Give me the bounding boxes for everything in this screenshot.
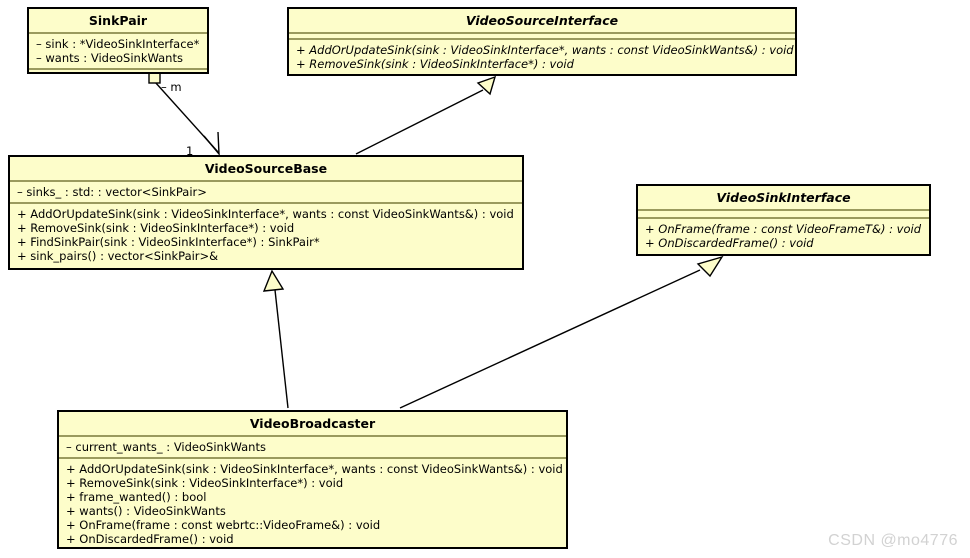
methods-compartment: + OnFrame(frame : const VideoFrameT&) : … (638, 219, 929, 253)
compartment-separator (10, 180, 522, 182)
association-source-multiplicity-label: – m (161, 80, 182, 94)
compartment-separator (10, 202, 522, 204)
compartment-separator (59, 435, 566, 437)
methods-compartment: + AddOrUpdateSink(sink : VideoSinkInterf… (59, 459, 566, 549)
method-row: + RemoveSink(sink : VideoSinkInterface*)… (296, 57, 574, 71)
method-row: + OnDiscardedFrame() : void (66, 532, 234, 546)
method-row: + frame_wanted() : bool (66, 490, 207, 504)
class-name-videobroadcaster: VideoBroadcaster (249, 416, 376, 431)
method-row: + OnFrame(frame : const VideoFrameT&) : … (645, 222, 922, 236)
compartment-separator (638, 217, 929, 219)
class-name-videosourceinterface: VideoSourceInterface (465, 13, 619, 28)
method-row: + FindSinkPair(sink : VideoSinkInterface… (17, 235, 320, 249)
watermark-text: CSDN @mo4776 (828, 532, 958, 549)
method-row: + RemoveSink(sink : VideoSinkInterface*)… (17, 221, 295, 235)
hollow-triangle-arrowhead-icon (476, 75, 497, 96)
attribute-row: – sinks_ : std: : vector<SinkPair> (17, 185, 207, 199)
edge-videosourcebase-to-videosourceinterface (355, 75, 497, 155)
method-row: + AddOrUpdateSink(sink : VideoSinkInterf… (17, 207, 514, 221)
method-row: + sink_pairs() : vector<SinkPair>& (17, 249, 219, 263)
method-row: + wants() : VideoSinkWants (66, 504, 226, 518)
method-row: + OnFrame(frame : const webrtc::VideoFra… (66, 518, 381, 532)
class-box-sinkpair[interactable]: SinkPair – sink : *VideoSinkInterface* –… (27, 7, 209, 74)
class-box-videobroadcaster[interactable]: VideoBroadcaster – current_wants_ : Vide… (57, 410, 568, 549)
class-name-sinkpair: SinkPair (88, 13, 148, 28)
class-box-videosinkinterface[interactable]: VideoSinkInterface + OnFrame(frame : con… (636, 184, 931, 256)
hollow-triangle-arrowhead-icon (262, 269, 285, 292)
method-row: + RemoveSink(sink : VideoSinkInterface*)… (66, 476, 344, 490)
attributes-compartment: – sinks_ : std: : vector<SinkPair> (10, 182, 522, 202)
compartment-separator (289, 32, 795, 34)
edge-videobroadcaster-to-videosinkinterface (399, 255, 724, 409)
methods-compartment: + AddOrUpdateSink(sink : VideoSinkInterf… (289, 40, 795, 74)
compartment-separator (29, 68, 207, 70)
edge-videobroadcaster-to-videosourcebase (262, 269, 289, 409)
attributes-compartment: – current_wants_ : VideoSinkWants (59, 437, 566, 457)
compartment-separator (59, 457, 566, 459)
hollow-triangle-arrowhead-icon (696, 255, 724, 278)
edge-sinkpair-to-videosourcebase (148, 71, 220, 157)
attribute-row: – sink : *VideoSinkInterface* (36, 37, 200, 51)
methods-compartment: + AddOrUpdateSink(sink : VideoSinkInterf… (10, 204, 522, 266)
compartment-separator (289, 38, 795, 40)
methods-compartment (29, 70, 207, 72)
class-box-videosourcebase[interactable]: VideoSourceBase – sinks_ : std: : vector… (8, 155, 524, 270)
open-arrowhead-icon (203, 131, 220, 157)
compartment-separator (638, 209, 929, 211)
class-name-videosourcebase: VideoSourceBase (204, 161, 328, 176)
class-box-videosourceinterface[interactable]: VideoSourceInterface + AddOrUpdateSink(s… (287, 7, 797, 76)
class-name-videosinkinterface: VideoSinkInterface (716, 190, 851, 205)
attributes-compartment: – sink : *VideoSinkInterface* – wants : … (29, 34, 207, 68)
method-row: + AddOrUpdateSink(sink : VideoSinkInterf… (296, 43, 794, 57)
compartment-separator (29, 32, 207, 34)
association-target-multiplicity-label: 1 (186, 144, 194, 158)
attribute-row: – wants : VideoSinkWants (36, 51, 183, 65)
attribute-row: – current_wants_ : VideoSinkWants (66, 440, 266, 454)
method-row: + AddOrUpdateSink(sink : VideoSinkInterf… (66, 462, 563, 476)
method-row: + OnDiscardedFrame() : void (645, 236, 814, 250)
